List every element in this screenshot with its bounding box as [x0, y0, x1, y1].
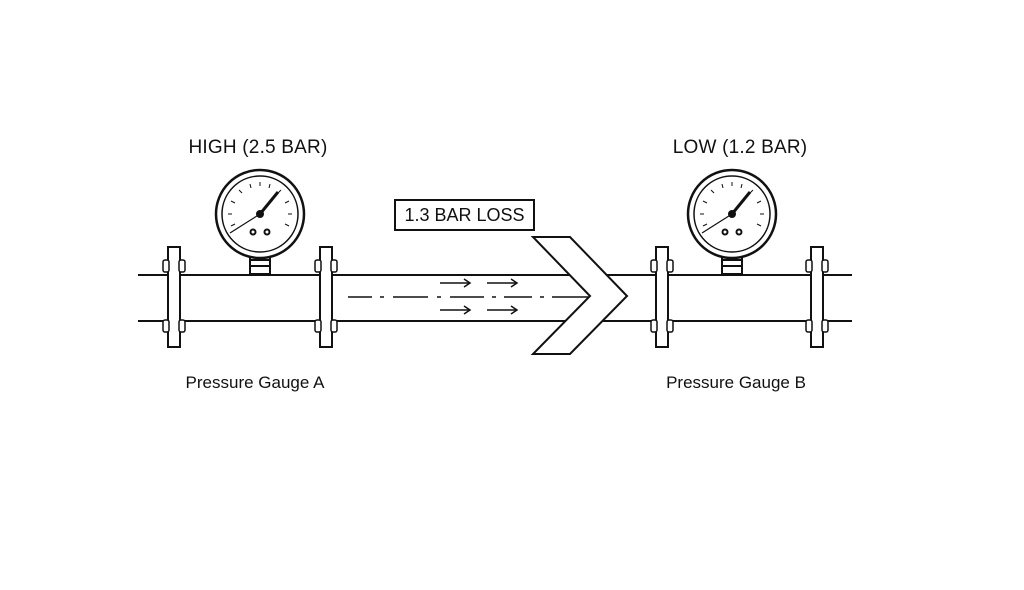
pressure-gauge-icon — [214, 168, 306, 275]
pressure-loss-label: 1.3 BAR LOSS — [394, 199, 535, 231]
gauge-a-reading: HIGH (2.5 BAR) — [188, 137, 328, 158]
flange-bolts — [162, 259, 829, 333]
pressure-gauge-icon — [686, 168, 778, 275]
flow-arrow-icon — [440, 278, 519, 315]
pipe — [138, 274, 852, 322]
gauge-b-reading: LOW (1.2 BAR) — [672, 137, 808, 158]
flange-icon — [167, 246, 824, 348]
pressure-drop-arrow — [530, 236, 629, 355]
gauge-a-name: Pressure Gauge A — [185, 373, 325, 392]
gauge-b-name: Pressure Gauge B — [666, 373, 806, 392]
